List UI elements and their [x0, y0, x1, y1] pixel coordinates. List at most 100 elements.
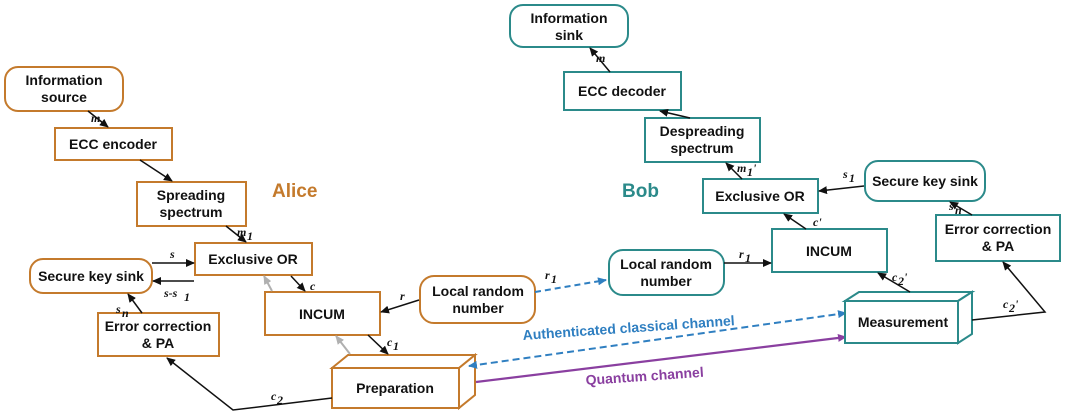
arrow-spreading-xor [225, 225, 247, 243]
svg-text:c: c [1003, 297, 1009, 311]
svg-text:sink: sink [555, 27, 583, 43]
label-c1: c 1 [387, 335, 399, 353]
arrow-despreading-decoder [659, 108, 691, 119]
svg-text:spectrum: spectrum [670, 140, 733, 156]
bob-info-sink: Information sink [509, 4, 629, 48]
bob-despreading-spectrum: Despreading spectrum [644, 117, 761, 163]
svg-text:r: r [739, 247, 744, 261]
alice-spreading-spectrum: Spreading spectrum [136, 181, 247, 227]
bob-local-random-number: Local random number [608, 249, 725, 296]
dashed-random-link [534, 277, 607, 293]
svg-text:1: 1 [184, 290, 190, 304]
arrow-xor-despreading [725, 162, 743, 180]
svg-text:1: 1 [247, 229, 253, 243]
svg-text:Preparation: Preparation [356, 380, 434, 396]
alice-info-source: Information source [4, 66, 124, 112]
svg-text:Local random: Local random [432, 283, 524, 299]
label-m-bob: m [596, 51, 605, 65]
svg-text:': ' [904, 270, 908, 284]
label-s-minus-s1: s-s 1 [163, 286, 190, 304]
bob-measurement: Measurement [841, 290, 976, 345]
label-c-alice: c [310, 279, 316, 293]
label-r1-link: r 1 [545, 268, 557, 286]
label-s-alice: s [169, 247, 175, 261]
alice-error-correction: Error correction & PA [97, 312, 220, 357]
svg-text:s: s [948, 199, 954, 213]
bob-label: Bob [622, 181, 659, 202]
svg-text:': ' [1015, 297, 1019, 311]
gray-arrow-preparation-incum [335, 335, 351, 355]
label-c2: c 2 [271, 389, 283, 407]
arrow-preparation-ec [166, 357, 333, 411]
svg-text:ECC encoder: ECC encoder [69, 136, 157, 152]
quantum-channel-line [475, 333, 847, 384]
classical-channel-label: Authenticated classical channel [522, 312, 735, 343]
svg-text:& PA: & PA [982, 238, 1014, 254]
svg-text:r: r [545, 268, 550, 282]
arrow-source-encoder [87, 110, 109, 128]
arrow-decoder-sink [589, 47, 611, 73]
svg-text:s: s [842, 167, 848, 181]
arrow-xor-incum [290, 275, 306, 292]
svg-text:Secure key sink: Secure key sink [38, 268, 144, 284]
label-m1-prime: m 1 ' [737, 161, 757, 179]
svg-text:n: n [122, 306, 129, 320]
svg-text:Error correction: Error correction [105, 318, 212, 334]
svg-text:c: c [271, 389, 277, 403]
bob-exclusive-or: Exclusive OR [702, 178, 819, 214]
svg-text:2: 2 [1008, 301, 1015, 315]
svg-text:Information: Information [26, 72, 103, 88]
svg-text:Information: Information [531, 10, 608, 26]
label-sn-alice: s n [115, 302, 129, 320]
arrow-ec-keysink [127, 293, 143, 314]
label-c2-prime-right: c 2 ' [1003, 297, 1019, 315]
label-c2-prime-incum: c 2 ' [892, 270, 908, 288]
arrow-random-incum [380, 299, 420, 314]
svg-text:1: 1 [747, 165, 753, 179]
svg-text:Error correction: Error correction [945, 221, 1052, 237]
svg-text:s-s: s-s [163, 286, 178, 300]
svg-text:m: m [737, 161, 746, 175]
gray-arrow-incum-xor [263, 275, 273, 292]
arrow-measurement-incum [877, 272, 911, 293]
svg-text:1: 1 [745, 251, 751, 265]
svg-text:Secure key sink: Secure key sink [872, 173, 978, 189]
alice-label: Alice [272, 181, 317, 202]
arrow-encoder-spreading [139, 159, 173, 182]
classical-channel-line [468, 310, 847, 369]
bob-secure-key-sink: Secure key sink [864, 160, 986, 202]
svg-text:Exclusive OR: Exclusive OR [208, 251, 298, 267]
svg-text:Spreading: Spreading [157, 187, 225, 203]
label-sn-bob: s n [948, 199, 962, 217]
bob-error-correction: Error correction & PA [935, 214, 1061, 262]
svg-text:spectrum: spectrum [159, 204, 222, 220]
svg-text:source: source [41, 89, 87, 105]
svg-text:INCUM: INCUM [299, 306, 345, 322]
alice-exclusive-or: Exclusive OR [194, 242, 313, 276]
bob-incum: INCUM [771, 228, 888, 273]
label-s1-bob: s 1 [842, 167, 855, 185]
svg-text:n: n [955, 203, 962, 217]
svg-text:': ' [753, 161, 757, 175]
arrow-incum-xor [783, 213, 807, 230]
alice-preparation: Preparation [329, 352, 478, 411]
local-random-number-alice: Local random number [419, 275, 536, 324]
label-c-prime: c' [813, 215, 822, 229]
svg-text:number: number [640, 273, 692, 289]
arrow-incum-preparation [367, 334, 389, 355]
svg-text:INCUM: INCUM [806, 243, 852, 259]
bob-ecc-decoder: ECC decoder [563, 71, 682, 111]
svg-text:c: c [387, 335, 393, 349]
label-r1-bob: r 1 [739, 247, 751, 265]
svg-text:1: 1 [849, 171, 855, 185]
svg-text:1: 1 [551, 272, 557, 286]
svg-text:& PA: & PA [142, 335, 174, 351]
svg-text:Measurement: Measurement [858, 314, 949, 330]
svg-text:1: 1 [393, 339, 399, 353]
label-m-alice: m [91, 111, 100, 125]
alice-incum: INCUM [264, 291, 381, 336]
arrow-ec-keysink [949, 201, 973, 216]
svg-text:2: 2 [897, 274, 904, 288]
